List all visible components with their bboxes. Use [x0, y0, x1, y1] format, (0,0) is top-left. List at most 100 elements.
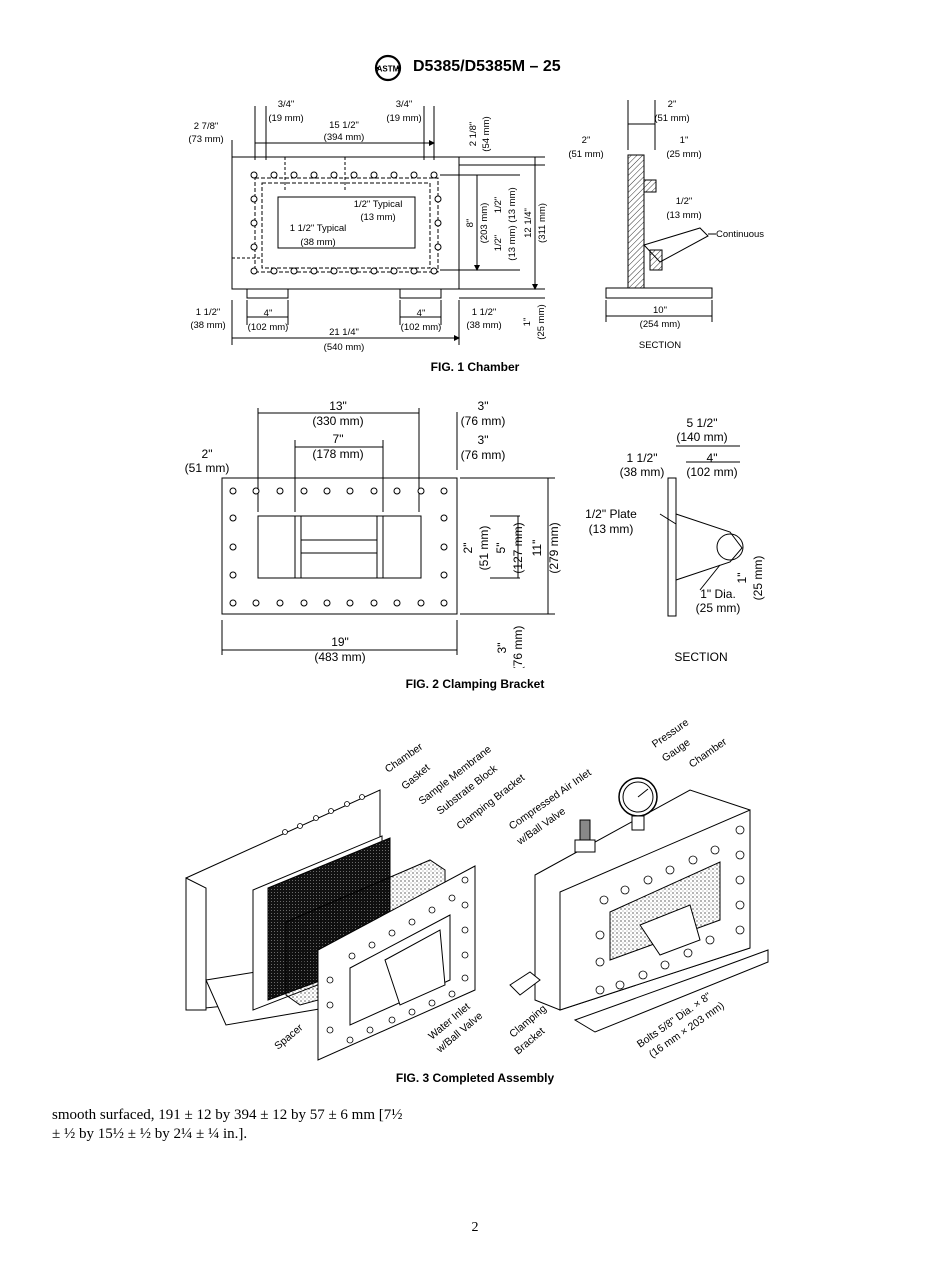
- figure-1-chamber: 3/4" (19 mm) 3/4" (19 mm) 15 1/2" (394 m…: [0, 95, 950, 357]
- svg-text:(178 mm): (178 mm): [312, 447, 363, 461]
- astm-logo-icon: ASTM: [374, 54, 402, 82]
- svg-text:1 1/2": 1 1/2": [196, 307, 221, 318]
- svg-text:11": 11": [530, 540, 544, 557]
- svg-text:2": 2": [668, 99, 677, 110]
- svg-text:5": 5": [494, 543, 508, 554]
- svg-text:(54 mm): (54 mm): [481, 116, 492, 151]
- svg-text:(311 mm): (311 mm): [537, 203, 548, 243]
- figure-3-caption: FIG. 3 Completed Assembly: [395, 1071, 555, 1085]
- svg-text:(140 mm): (140 mm): [676, 430, 727, 444]
- svg-text:(279 mm): (279 mm): [547, 522, 561, 573]
- chamber-bolt-holes: [250, 171, 442, 275]
- svg-text:2": 2": [582, 135, 591, 146]
- svg-text:(330 mm): (330 mm): [312, 414, 363, 428]
- svg-text:(19 mm): (19 mm): [268, 113, 303, 124]
- svg-text:(540 mm): (540 mm): [324, 342, 365, 353]
- svg-text:Continuous: Continuous: [716, 229, 764, 240]
- svg-text:7": 7": [333, 432, 344, 446]
- svg-text:Chamber: Chamber: [687, 736, 730, 771]
- body-line-1: smooth surfaced, 191 ± 12 by 394 ± 12 by…: [52, 1107, 403, 1123]
- svg-text:(13 mm): (13 mm): [507, 225, 518, 260]
- svg-text:(394 mm): (394 mm): [324, 132, 365, 143]
- svg-text:5 1/2": 5 1/2": [687, 416, 718, 430]
- svg-text:1 1/2" Typical: 1 1/2" Typical: [290, 223, 347, 234]
- svg-text:3": 3": [495, 643, 509, 654]
- document-id: D5385/D5385M – 25: [413, 58, 561, 75]
- svg-text:(25 mm): (25 mm): [696, 601, 741, 615]
- svg-text:(13 mm): (13 mm): [666, 210, 701, 221]
- svg-text:Spacer: Spacer: [272, 1021, 306, 1052]
- svg-text:(51 mm): (51 mm): [185, 461, 230, 475]
- svg-text:3/4": 3/4": [278, 99, 295, 110]
- svg-text:(19 mm): (19 mm): [386, 113, 421, 124]
- svg-text:3": 3": [478, 433, 489, 447]
- svg-text:(38 mm): (38 mm): [466, 320, 501, 331]
- page-number: 2: [471, 1220, 479, 1235]
- svg-text:15 1/2": 15 1/2": [329, 120, 359, 131]
- svg-text:(102 mm): (102 mm): [686, 465, 737, 479]
- svg-text:3": 3": [478, 399, 489, 413]
- figure-2-caption: FIG. 2 Clamping Bracket: [405, 677, 545, 691]
- svg-text:SECTION: SECTION: [639, 340, 681, 351]
- svg-text:(483 mm): (483 mm): [314, 650, 365, 664]
- svg-text:(25 mm): (25 mm): [666, 149, 701, 160]
- svg-text:(254 mm): (254 mm): [640, 319, 681, 330]
- svg-text:(203 mm): (203 mm): [479, 203, 490, 244]
- svg-text:1 1/2": 1 1/2": [627, 451, 658, 465]
- svg-text:(38 mm): (38 mm): [300, 237, 335, 248]
- svg-text:1/2": 1/2": [676, 196, 693, 207]
- svg-text:2 7/8": 2 7/8": [194, 121, 219, 132]
- svg-text:(51 mm): (51 mm): [654, 113, 689, 124]
- svg-text:(38 mm): (38 mm): [190, 320, 225, 331]
- svg-text:4": 4": [264, 308, 273, 319]
- svg-text:(102 mm): (102 mm): [401, 322, 442, 333]
- figure-2-drawing: 13" (330 mm) 7" (178 mm) 3" (76 mm) 3" (…: [185, 399, 765, 668]
- svg-text:ASTM: ASTM: [377, 65, 400, 74]
- svg-text:1/2": 1/2": [493, 197, 504, 214]
- svg-text:10": 10": [653, 305, 667, 316]
- body-line-2: ± ½ by 15½ ± ½ by 2¼ ± ¼ in.].: [52, 1126, 248, 1142]
- svg-text:2": 2": [202, 447, 213, 461]
- svg-text:(25 mm): (25 mm): [751, 556, 765, 601]
- svg-text:1/2": 1/2": [493, 235, 504, 252]
- svg-text:1/2" Plate: 1/2" Plate: [585, 507, 637, 521]
- svg-text:(38 mm): (38 mm): [620, 465, 665, 479]
- svg-text:1": 1": [680, 135, 689, 146]
- svg-text:2 1/8": 2 1/8": [468, 122, 479, 147]
- svg-text:(51 mm): (51 mm): [477, 526, 491, 571]
- svg-text:2": 2": [461, 543, 475, 554]
- figure-3-drawing: Chamber Gasket Sample Membrane Substrate…: [185, 716, 769, 1061]
- svg-text:12 1/4": 12 1/4": [523, 208, 534, 238]
- svg-text:(13 mm): (13 mm): [360, 212, 395, 223]
- svg-text:(76 mm): (76 mm): [461, 448, 506, 462]
- svg-text:(76 mm): (76 mm): [511, 626, 525, 668]
- svg-text:1/2" Typical: 1/2" Typical: [354, 199, 403, 210]
- svg-text:8": 8": [465, 219, 476, 228]
- svg-text:(25 mm): (25 mm): [536, 304, 547, 339]
- svg-text:3/4": 3/4": [396, 99, 413, 110]
- figure-1-caption: FIG. 1 Chamber: [430, 360, 520, 374]
- svg-text:1": 1": [735, 573, 749, 584]
- figure-3-completed-assembly: Chamber Gasket Sample Membrane Substrate…: [0, 712, 950, 1066]
- svg-text:4": 4": [707, 451, 718, 465]
- svg-text:21 1/4": 21 1/4": [329, 327, 359, 338]
- page-header: ASTM D5385/D5385M – 25: [0, 54, 950, 84]
- svg-text:1 1/2": 1 1/2": [472, 307, 497, 318]
- svg-text:4": 4": [417, 308, 426, 319]
- svg-text:(102 mm): (102 mm): [248, 322, 289, 333]
- body-paragraph: smooth surfaced, 191 ± 12 by 394 ± 12 by…: [52, 1106, 472, 1144]
- svg-text:(13 mm): (13 mm): [589, 522, 634, 536]
- svg-text:1" Dia.: 1" Dia.: [700, 587, 736, 601]
- svg-text:(13 mm): (13 mm): [507, 187, 518, 222]
- svg-text:19": 19": [331, 635, 349, 649]
- svg-text:SECTION: SECTION: [674, 650, 727, 664]
- svg-text:(51 mm): (51 mm): [568, 149, 603, 160]
- svg-text:Gasket: Gasket: [399, 762, 432, 793]
- svg-text:(127 mm): (127 mm): [511, 522, 525, 573]
- svg-text:(76 mm): (76 mm): [461, 414, 506, 428]
- svg-text:13": 13": [329, 399, 347, 413]
- bracket-bolt-holes: [229, 487, 448, 607]
- svg-text:1": 1": [522, 318, 533, 327]
- figure-2-clamping-bracket: 13" (330 mm) 7" (178 mm) 3" (76 mm) 3" (…: [0, 396, 950, 668]
- figure-1-drawing: 3/4" (19 mm) 3/4" (19 mm) 15 1/2" (394 m…: [188, 99, 764, 353]
